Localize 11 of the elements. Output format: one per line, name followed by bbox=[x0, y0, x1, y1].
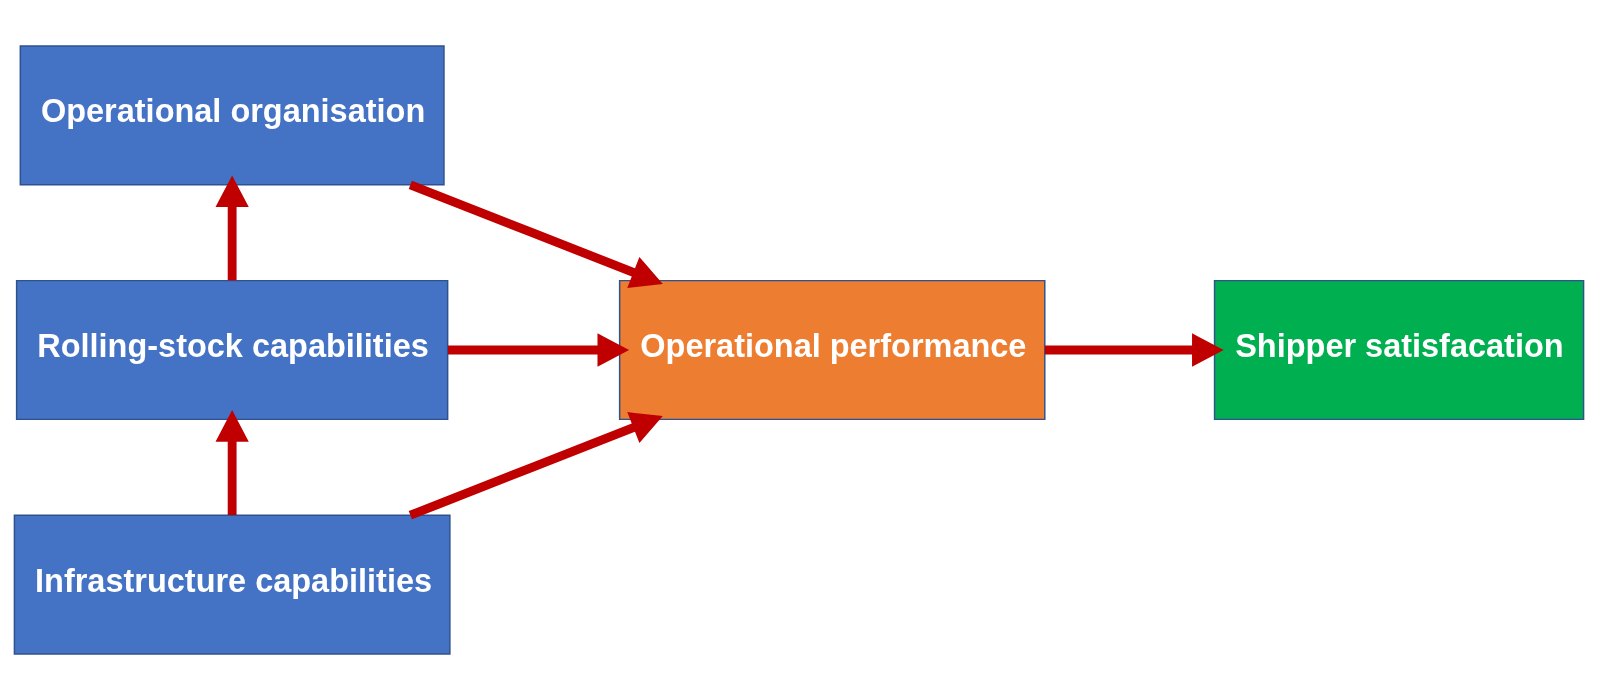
arrow bbox=[215, 175, 249, 281]
node-box: Infrastructure capabilities bbox=[13, 514, 451, 655]
node-box: Operational performance bbox=[618, 279, 1046, 421]
arrow bbox=[1044, 333, 1224, 367]
arrow bbox=[408, 180, 663, 288]
arrow bbox=[408, 412, 663, 520]
arrow bbox=[215, 410, 249, 516]
node-box: Shipper satisfacation bbox=[1213, 279, 1585, 421]
node-box: Operational organisation bbox=[19, 45, 445, 186]
node-box: Rolling-stock capabilities bbox=[15, 279, 449, 421]
arrow bbox=[447, 333, 630, 367]
